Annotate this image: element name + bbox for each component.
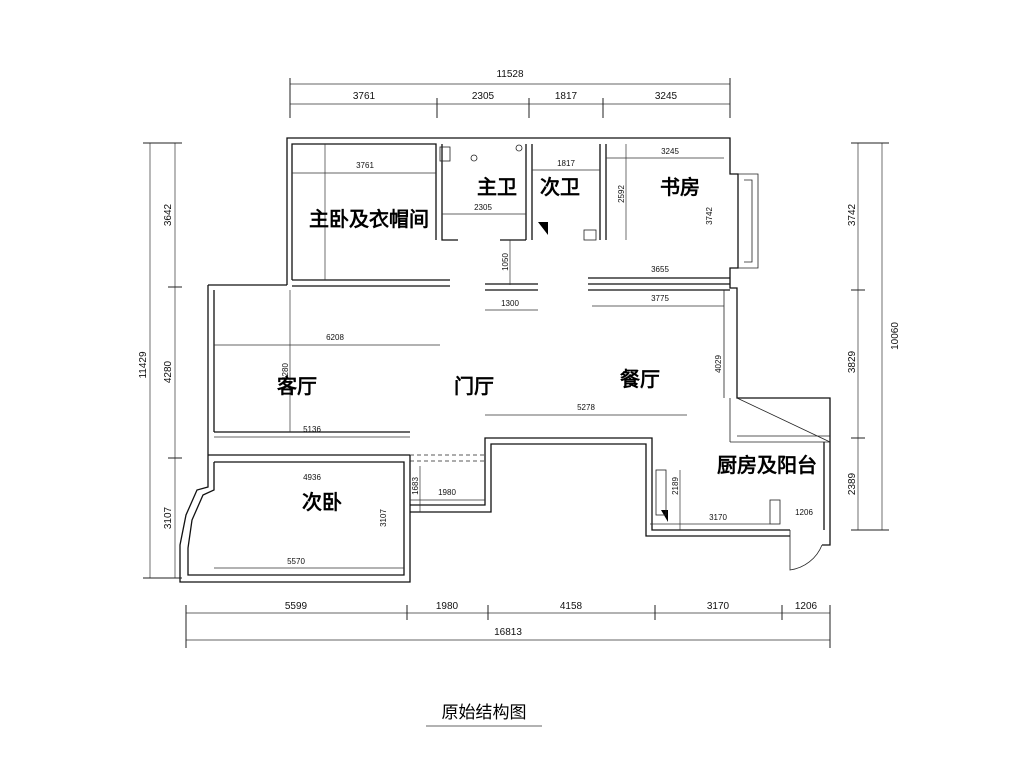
bottom-dimensions: 5599 1980 4158 3170 1206 16813: [285, 601, 818, 638]
room-master-bedroom: 主卧及衣帽间: [309, 207, 429, 231]
dim-interior: 5136: [303, 425, 321, 434]
dim-right-seg: 3829: [847, 350, 858, 373]
dim-interior: 2189: [671, 477, 680, 495]
interior-dim-lines: [214, 144, 770, 569]
dim-interior: 1683: [411, 477, 420, 495]
dim-bottom-seg: 1980: [436, 601, 459, 612]
dim-interior: 3775: [651, 294, 669, 303]
dim-left-total: 11429: [138, 351, 149, 379]
dim-right-total: 10060: [890, 322, 901, 350]
room-living: 客厅: [276, 374, 317, 398]
exterior-walls: [179, 137, 831, 583]
dim-interior: 1206: [795, 508, 813, 517]
dim-interior: 3761: [356, 161, 374, 170]
dim-interior: 3742: [705, 207, 714, 225]
room-second-bath: 次卫: [540, 175, 580, 199]
room-kitchen-balcony: 厨房及阳台: [717, 453, 817, 477]
dim-interior: 4029: [714, 355, 723, 373]
right-dimensions: 3742 3829 2389 10060: [847, 203, 901, 495]
interior-dimensions: 3761 2305 1817 3245 2592 3742 3655 3775 …: [281, 147, 813, 566]
dim-interior: 1817: [557, 159, 575, 168]
room-study: 书房: [660, 175, 700, 199]
dim-interior: 1300: [501, 299, 519, 308]
dim-bottom-seg: 5599: [285, 601, 308, 612]
dim-left-seg: 3107: [163, 506, 174, 529]
left-dimensions: 11429 3642 4280 3107: [138, 203, 174, 529]
room-master-bath: 主卫: [477, 175, 517, 199]
interior-walls: [292, 144, 823, 571]
dim-right-seg: 2389: [847, 472, 858, 495]
dim-interior: 4936: [303, 473, 321, 482]
dim-top-seg: 2305: [472, 91, 495, 102]
dim-bottom-seg: 1206: [795, 601, 818, 612]
room-labels: 主卧及衣帽间 主卫 次卫 书房 客厅 门厅 餐厅 厨房及阳台 次卧: [276, 175, 817, 514]
dim-interior: 3655: [651, 265, 669, 274]
exterior-dim-lines: [143, 78, 889, 648]
top-dimensions: 11528 3761 2305 1817 3245: [353, 69, 678, 102]
dim-bottom-seg: 3170: [707, 601, 730, 612]
room-dining: 餐厅: [620, 367, 660, 391]
dim-top-seg: 3245: [655, 91, 678, 102]
dim-bottom-seg: 4158: [560, 601, 583, 612]
dim-right-seg: 3742: [847, 203, 858, 226]
dim-left-seg: 4280: [163, 360, 174, 383]
dim-interior: 3107: [379, 509, 388, 527]
room-foyer: 门厅: [454, 374, 494, 398]
dim-interior: 6208: [326, 333, 344, 342]
dim-interior: 3245: [661, 147, 679, 156]
room-second-bedroom: 次卧: [302, 490, 342, 514]
dim-top-total: 11528: [496, 69, 524, 80]
dim-top-seg: 1817: [555, 91, 578, 102]
dim-interior: 1050: [501, 253, 510, 271]
dim-interior: 1980: [438, 488, 456, 497]
dim-bottom-total: 16813: [494, 627, 522, 638]
plan-title: 原始结构图: [442, 703, 527, 723]
dim-interior: 3170: [709, 513, 727, 522]
dim-interior: 2305: [474, 203, 492, 212]
dim-interior: 5570: [287, 557, 305, 566]
dim-interior: 5278: [577, 403, 595, 412]
dim-left-seg: 3642: [163, 203, 174, 226]
dim-interior: 4280: [281, 363, 290, 381]
dim-interior: 2592: [617, 185, 626, 203]
dim-top-seg: 3761: [353, 91, 376, 102]
